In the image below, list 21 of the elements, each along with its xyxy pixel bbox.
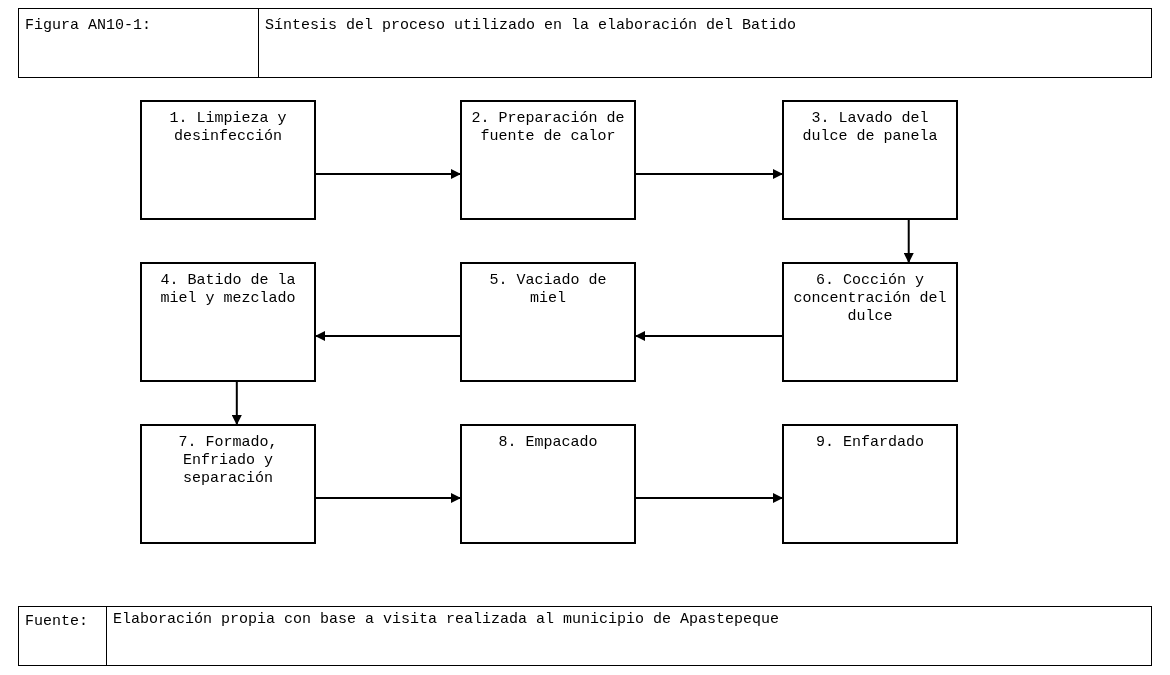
figure-title: Síntesis del proceso utilizado en la elaboración del Batido — [265, 17, 797, 34]
source-text: Elaboración propia con base a visita realizada al municipio de Apastepeque — [113, 611, 780, 628]
process-box: 2. Preparación de fuente de calor — [460, 100, 636, 220]
arrow — [315, 331, 461, 341]
process-box: 6. Cocción y concentración del dulce — [782, 262, 958, 382]
figure-number: Figura AN10-1: — [25, 17, 152, 34]
process-box: 4. Batido de la miel y mezclado — [140, 262, 316, 382]
arrow — [315, 493, 461, 503]
process-box: 8. Empacado — [460, 424, 636, 544]
process-box: 5. Vaciado de miel — [460, 262, 636, 382]
arrow — [315, 169, 461, 179]
source-label: Fuente: — [25, 613, 88, 630]
process-box: 7. Formado, Enfriado y separación — [140, 424, 316, 544]
process-box: 1. Limpieza y desinfección — [140, 100, 316, 220]
arrow — [231, 381, 242, 425]
arrow — [635, 169, 783, 179]
arrow — [903, 219, 914, 263]
arrow — [635, 331, 783, 341]
arrow — [635, 493, 783, 503]
process-box: 3. Lavado del dulce de panela — [782, 100, 958, 220]
process-box: 9. Enfardado — [782, 424, 958, 544]
